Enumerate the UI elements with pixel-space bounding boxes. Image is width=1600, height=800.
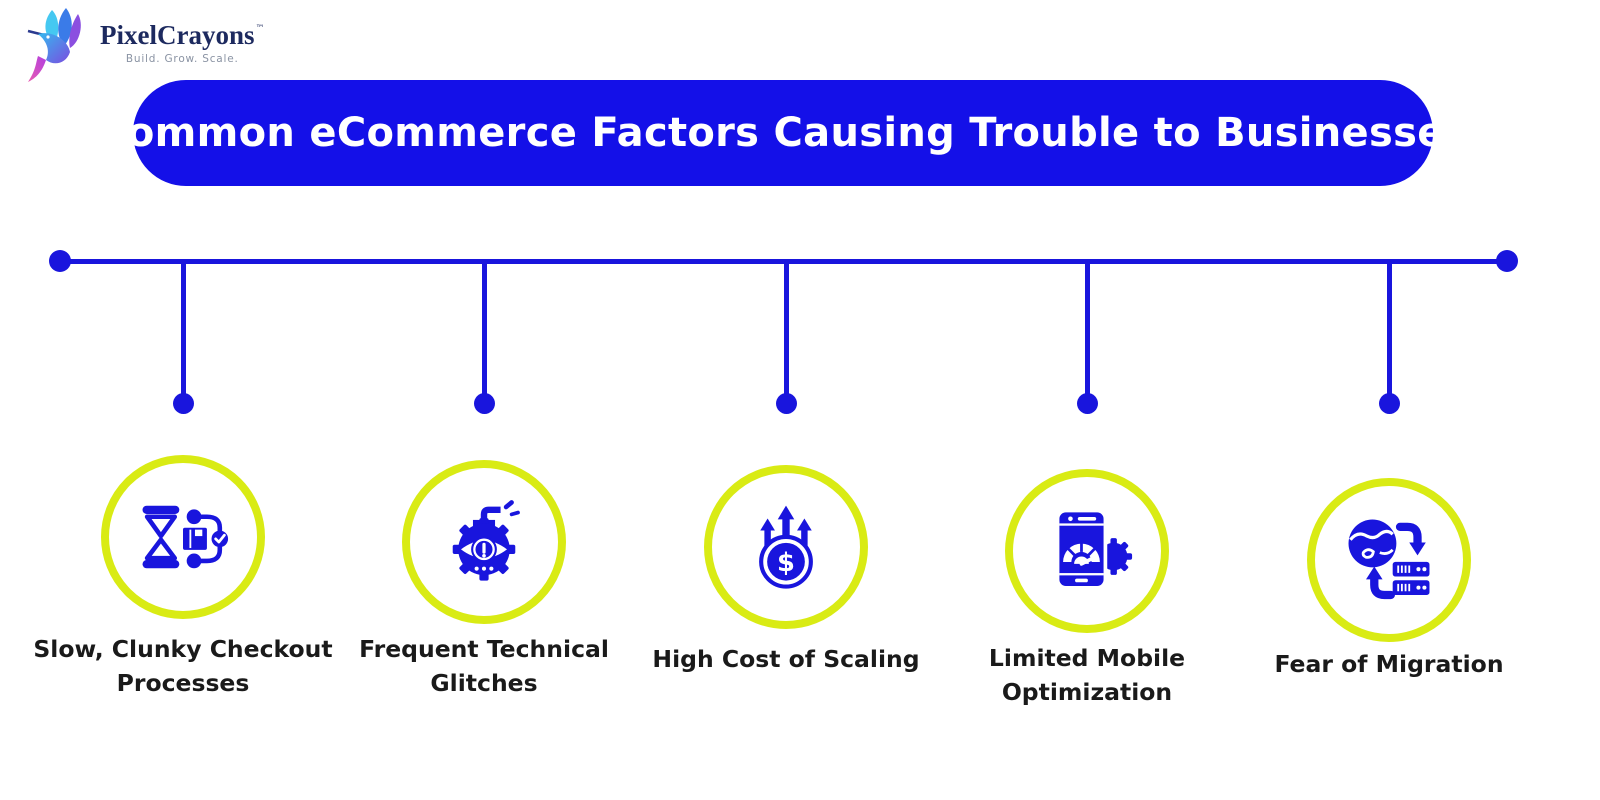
factor-label: Limited Mobile Optimization [988,644,1186,706]
timeline-drop-line [784,261,789,404]
timeline-drop-line [181,261,186,404]
timeline-drop-line [1085,261,1090,404]
title-banner: Common eCommerce Factors Causing Trouble… [97,80,1468,186]
factor-circle-checkout [101,455,265,619]
factor-label: Fear of Migration [1274,650,1504,678]
factor-circle-scaling-cost: $ [704,465,868,629]
factor-circle-glitches [402,460,566,624]
trademark-symbol: ™ [255,24,265,34]
factor-label: Frequent Technical Glitches [359,635,609,697]
timeline-right-end-dot [1496,250,1518,272]
timeline-horizontal-line [60,259,1507,264]
timeline-left-end-dot [49,250,71,272]
hourglass-package-checkout-icon [142,505,229,569]
gear-warning-eye-icon [452,500,520,581]
factor-label: Slow, Clunky Checkout Processes [33,635,333,697]
factor-circle-mobile-optimization [1005,469,1169,633]
timeline-drop-dot [1379,393,1400,414]
timeline-drop-dot [474,393,495,414]
brand-tagline: Build. Grow. Scale. [125,53,239,65]
dollar-coin-rising-arrows-icon: $ [759,505,813,589]
page-title: Common eCommerce Factors Causing Trouble… [97,110,1469,156]
globe-server-transfer-icon [1348,519,1430,600]
hummingbird-logo-icon [27,8,81,82]
timeline-drop-line [1387,261,1392,404]
factor-circle-migration [1307,478,1471,642]
brand-name: PixelCrayons [100,20,255,50]
timeline-drop-dot [1077,393,1098,414]
timeline-drop-dot [776,393,797,414]
timeline-drop-dot [173,393,194,414]
pixelcrayons-logo: PixelCrayons ™ Build. Grow. Scale. [24,6,265,84]
timeline-drop-line [482,261,487,404]
smartphone-speedometer-gear-icon [1055,508,1133,590]
factor-label: High Cost of Scaling [652,645,920,673]
svg-text:$: $ [777,548,795,578]
